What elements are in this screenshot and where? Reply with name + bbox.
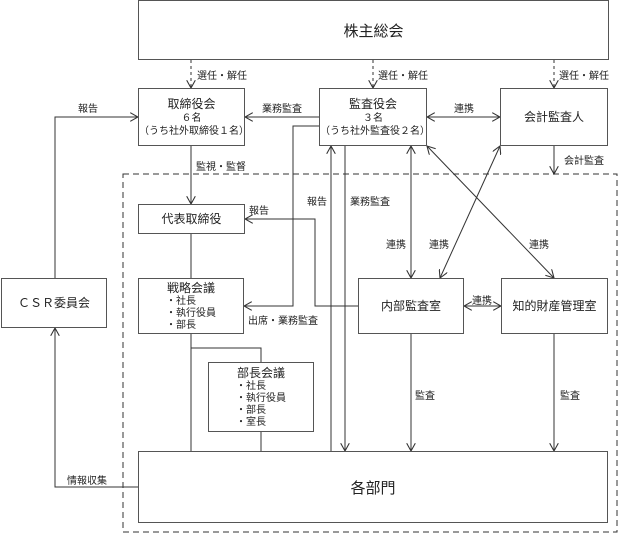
label-audit-internal: 監査 [415,391,435,402]
heads-member: ・部長 [236,404,266,416]
audit-board-note: （うち社外監査役２名） [320,125,430,137]
edge-attend-audit [244,125,319,306]
edge-report-to-rep [245,219,358,307]
strategy-member: ・執行役員 [166,307,216,319]
departments-box: 各部門 [138,451,608,523]
audit-board-count: ３名 [363,112,383,124]
label-coop-audit-accounting: 連携 [454,104,474,115]
label-attend-audit: 出席・業務監査 [248,316,318,327]
strategy-meeting-label: 戦略会議 [166,280,215,295]
heads-member: ・室長 [236,416,266,428]
ip-management-office-box: 知的財産管理室 [501,278,608,334]
strategy-member: ・社長 [166,295,196,307]
departments-label: 各部門 [350,478,396,497]
label-report-up: 報告 [307,197,327,208]
board-of-directors-box: 取締役会 ６名 （うち社外取締役１名） [138,88,249,146]
board-label: 取締役会 [167,96,216,111]
label-elect-dismiss: 選任・解任 [378,71,428,82]
board-count: ６名 [181,112,202,124]
label-elect-dismiss: 選任・解任 [197,71,247,82]
label-csr-report: 報告 [78,104,98,115]
edge-info-gathering [55,328,138,488]
internal-audit-office-label: 内部監査室 [380,298,441,313]
heads-member: ・執行役員 [236,392,286,404]
representative-director-label: 代表取締役 [161,211,222,226]
edge-coop-audit-ip [427,146,554,278]
department-heads-meeting-box: 部長会議 ・社長 ・執行役員 ・部長 ・室長 [208,362,314,432]
shareholders-meeting-label: 株主総会 [343,21,404,40]
label-info-gathering: 情報収集 [67,476,107,487]
edge-csr-report [54,117,138,278]
label-elect-dismiss: 選任・解任 [559,71,609,82]
label-audit-ip: 監査 [560,391,580,402]
internal-audit-office-box: 内部監査室 [358,278,464,334]
label-business-audit-down: 業務監査 [350,197,390,208]
department-heads-meeting-label: 部長会議 [236,365,285,380]
strategy-meeting-box: 戦略会議 ・社長 ・執行役員 ・部長 [138,278,244,334]
label-business-audit-board: 業務監査 [262,104,302,115]
label-coop-internal-ip: 連携 [472,296,492,307]
ip-management-office-label: 知的財産管理室 [512,298,597,313]
accounting-auditor-label: 会計監査人 [523,109,584,124]
company-boundary [122,173,618,533]
csr-committee-box: ＣＳＲ委員会 [1,278,107,328]
label-supervision: 監視・監督 [196,162,246,173]
label-coop-internal-1: 連携 [386,240,406,251]
label-coop-internal-2: 連携 [429,240,449,251]
csr-committee-label: ＣＳＲ委員会 [17,295,90,310]
audit-board-label: 監査役会 [348,96,397,111]
strategy-member: ・部長 [166,319,196,331]
shareholders-meeting-box: 株主総会 [138,0,609,60]
representative-director-box: 代表取締役 [138,204,245,234]
accounting-auditor-box: 会計監査人 [500,88,608,146]
label-report-to-rep: 報告 [249,206,269,217]
heads-member: ・社長 [236,380,266,392]
audit-board-box: 監査役会 ３名 （うち社外監査役２名） [319,88,430,146]
label-coop-ip: 連携 [529,240,549,251]
edge-strategy-heads [190,334,262,362]
label-accounting-audit: 会計監査 [564,156,604,167]
board-note: （うち社外取締役１名） [139,125,249,137]
